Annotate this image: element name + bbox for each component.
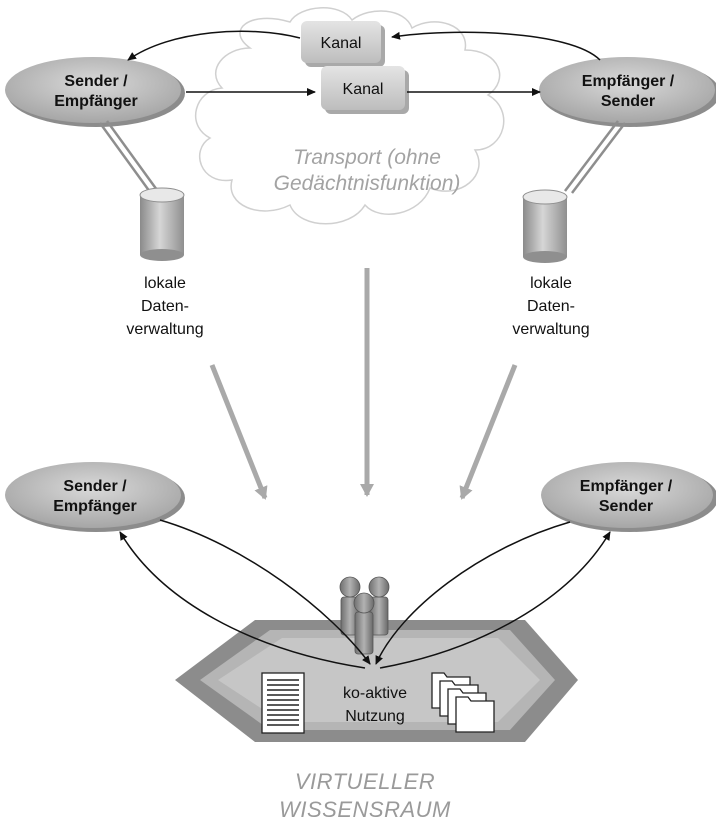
bottom-right-node-line2: Sender [599, 498, 653, 515]
channel-bottom-label: Kanal [343, 81, 384, 98]
arrow-left-node-to-platform [159, 519, 371, 665]
platform-label-line2: Nutzung [345, 708, 405, 725]
top-right-node-line2: Sender [601, 93, 655, 110]
bottom-right-node-line1: Empfänger / [580, 478, 673, 495]
cloud-label-line2: Gedächtnisfunktion) [274, 172, 461, 195]
space-title-line2: WISSENSRAUM [279, 797, 451, 822]
left-storage-label-line2: Daten- [141, 298, 189, 315]
right-storage-label-line2: Daten- [527, 298, 575, 315]
bottom-right-node: Empfänger / Sender [541, 462, 716, 532]
arrow-kanal-to-left [127, 30, 301, 61]
right-storage-label-line3: verwaltung [512, 321, 589, 338]
left-database-icon [139, 187, 185, 261]
top-right-node-line1: Empfänger / [582, 73, 675, 90]
arrow-right-to-kanal [391, 31, 601, 61]
cloud-label-line1: Transport (ohne [293, 146, 441, 169]
channel-bottom: Kanal [321, 66, 409, 114]
right-storage-label-line1: lokale [530, 275, 572, 292]
document-icon [261, 672, 305, 734]
channel-top-label: Kanal [321, 35, 362, 52]
bottom-left-node-line1: Sender / [63, 478, 127, 495]
right-database-icon [522, 189, 568, 263]
channel-top: Kanal [301, 21, 385, 67]
transport-cloud [194, 7, 505, 225]
bottom-left-node-line2: Empfänger [53, 498, 137, 515]
arrow-right-node-to-platform [375, 521, 571, 665]
left-storage-label-line3: verwaltung [126, 321, 203, 338]
arrow-platform-to-right-node [379, 531, 611, 669]
top-left-node-line2: Empfänger [54, 93, 138, 110]
top-right-node: Empfänger / Sender [539, 57, 716, 127]
users-icon [339, 576, 390, 655]
space-title-line1: VIRTUELLER [295, 769, 435, 794]
left-storage-connector [98, 120, 159, 193]
bottom-left-node: Sender / Empfänger [5, 462, 185, 532]
arrow-platform-to-left-node [119, 531, 366, 669]
grey-arrow-left [209, 364, 268, 500]
top-left-node-line1: Sender / [64, 73, 128, 90]
top-left-node: Sender / Empfänger [5, 57, 185, 127]
right-storage-connector [564, 120, 626, 194]
left-storage-label-line1: lokale [144, 275, 186, 292]
folders-icon [431, 672, 495, 733]
grey-arrow-right [459, 364, 518, 500]
platform-label-line1: ko-aktive [343, 685, 407, 702]
